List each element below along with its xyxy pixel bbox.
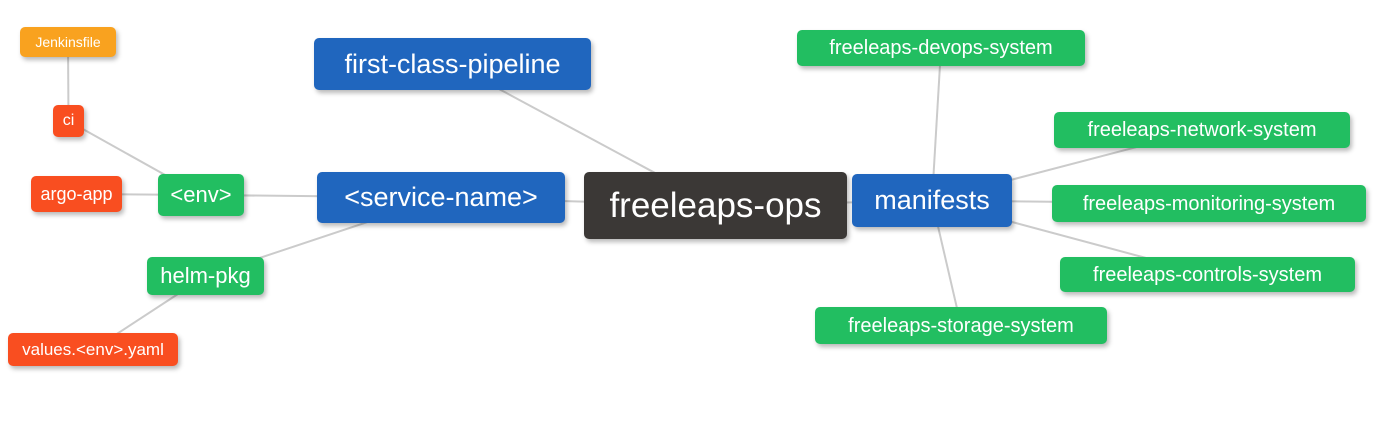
node-network-system[interactable]: freeleaps-network-system (1054, 112, 1350, 148)
node-helm-pkg[interactable]: helm-pkg (147, 257, 264, 295)
node-monitoring-system[interactable]: freeleaps-monitoring-system (1052, 185, 1366, 222)
node-controls-system[interactable]: freeleaps-controls-system (1060, 257, 1355, 292)
node-devops-system[interactable]: freeleaps-devops-system (797, 30, 1085, 66)
node-manifests[interactable]: manifests (852, 174, 1012, 227)
node-argo-app[interactable]: argo-app (31, 176, 122, 212)
node-env[interactable]: <env> (158, 174, 244, 216)
node-service-name[interactable]: <service-name> (317, 172, 565, 223)
node-freeleaps-ops[interactable]: freeleaps-ops (584, 172, 847, 239)
node-first-class-pipeline[interactable]: first-class-pipeline (314, 38, 591, 90)
node-values-env-yaml[interactable]: values.<env>.yaml (8, 333, 178, 366)
node-ci[interactable]: ci (53, 105, 84, 137)
node-jenkinsfile[interactable]: Jenkinsfile (20, 27, 116, 57)
node-storage-system[interactable]: freeleaps-storage-system (815, 307, 1107, 344)
